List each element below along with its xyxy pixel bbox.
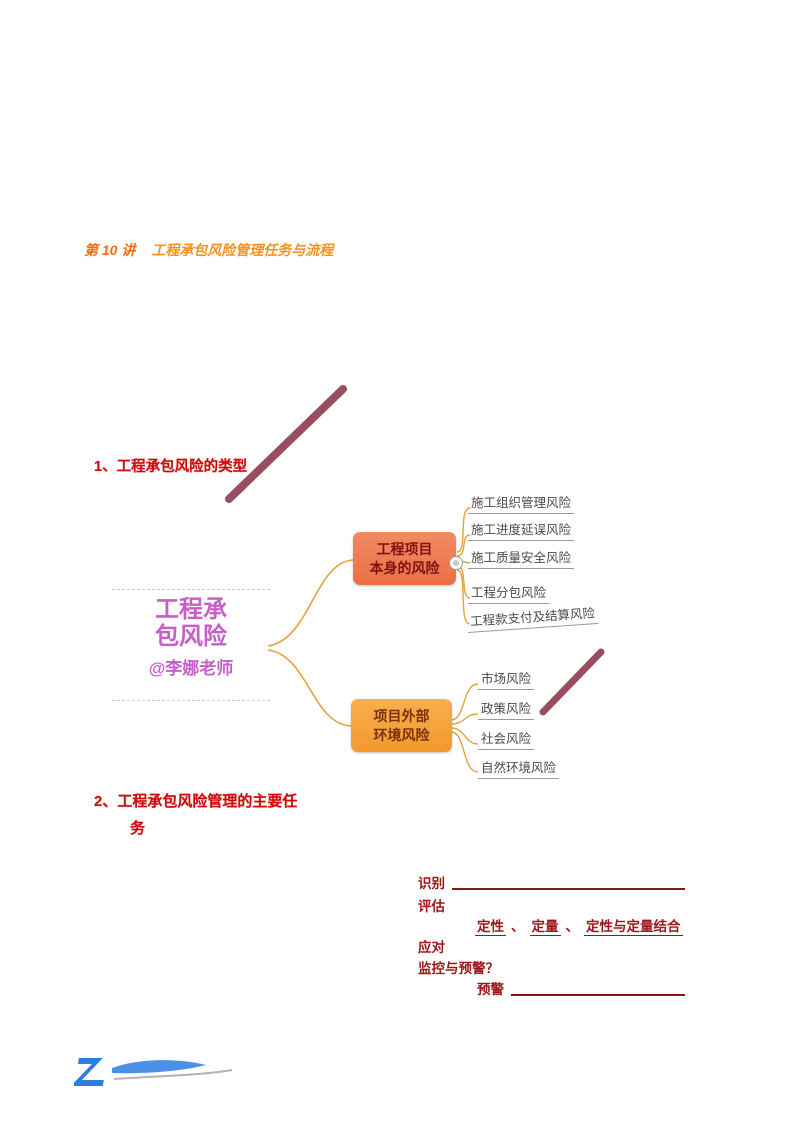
separator: 、 <box>565 919 580 934</box>
note-assess: 评估 <box>418 899 445 914</box>
annotation-stroke-1 <box>225 385 347 503</box>
separator: 、 <box>511 919 525 934</box>
branch1-label-line1: 工程项目 <box>376 540 433 557</box>
branch-project-own-risk: 工程项目 本身的风险 <box>353 532 456 585</box>
watermark-author: @李娜老师 <box>148 659 234 678</box>
child-topic: 工程分包风险 <box>468 582 550 604</box>
child-topic: 施工组织管理风险 <box>468 492 575 514</box>
logo-underline-swoosh <box>113 1069 233 1080</box>
branch-toggle-icon <box>449 556 463 570</box>
note-monitor: 监控与预警？ <box>418 961 499 976</box>
child-topic: 施工进度延误风险 <box>468 519 575 541</box>
logo-swoosh <box>112 1060 206 1074</box>
branch2-label-line2: 环境风险 <box>373 726 430 743</box>
center-topic-line1: 工程承 <box>155 596 227 623</box>
child-topic: 社会风险 <box>478 728 535 750</box>
child-topic: 施工质量安全风险 <box>468 547 575 569</box>
note-early-warning: 预警 <box>477 982 504 997</box>
note-respond: 应对 <box>418 940 445 955</box>
note-method-qualitative: 定性 <box>475 919 506 936</box>
note-method-quantitative: 定量 <box>529 919 561 936</box>
logo-glyph <box>74 1058 104 1086</box>
dashed-guide-bottom <box>112 700 270 701</box>
dashed-guide-top <box>112 589 270 590</box>
child-topic: 工程款支付及结算风险 <box>466 601 599 633</box>
lecture-header: 第 10 讲 工程承包风险管理任务与流程 <box>84 240 333 260</box>
child-topic: 自然环境风险 <box>478 757 560 779</box>
child-topic: 市场风险 <box>478 668 535 690</box>
branch-external-environment-risk: 项目外部 环境风险 <box>351 699 452 752</box>
lecture-number: 第 10 讲 <box>84 242 136 258</box>
brand-logo <box>74 1058 233 1086</box>
section-1-title: 1、工程承包风险的类型 <box>94 459 248 475</box>
branch2-label-line1: 项目外部 <box>373 707 430 724</box>
note-assess-methods: 定性、定量、定性与定量结合 <box>475 915 683 936</box>
section-2-title-line1: 2、工程承包风险管理的主要任 <box>94 793 298 810</box>
fill-in-blank-line <box>452 872 685 890</box>
center-topic-line2: 包风险 <box>155 623 227 650</box>
fill-in-blank-line <box>511 978 685 996</box>
note-identify: 识别 <box>418 876 445 891</box>
annotation-stroke-2 <box>539 648 605 716</box>
mindmap-center-topic: 工程承 包风险 @李娜老师 <box>112 596 270 679</box>
section-2-title-line2: 务 <box>130 820 146 837</box>
lecture-title: 工程承包风险管理任务与流程 <box>151 242 334 258</box>
note-method-combined: 定性与定量结合 <box>584 919 683 936</box>
branch1-label-line2: 本身的风险 <box>369 559 440 576</box>
child-topic: 政策风险 <box>478 698 535 720</box>
